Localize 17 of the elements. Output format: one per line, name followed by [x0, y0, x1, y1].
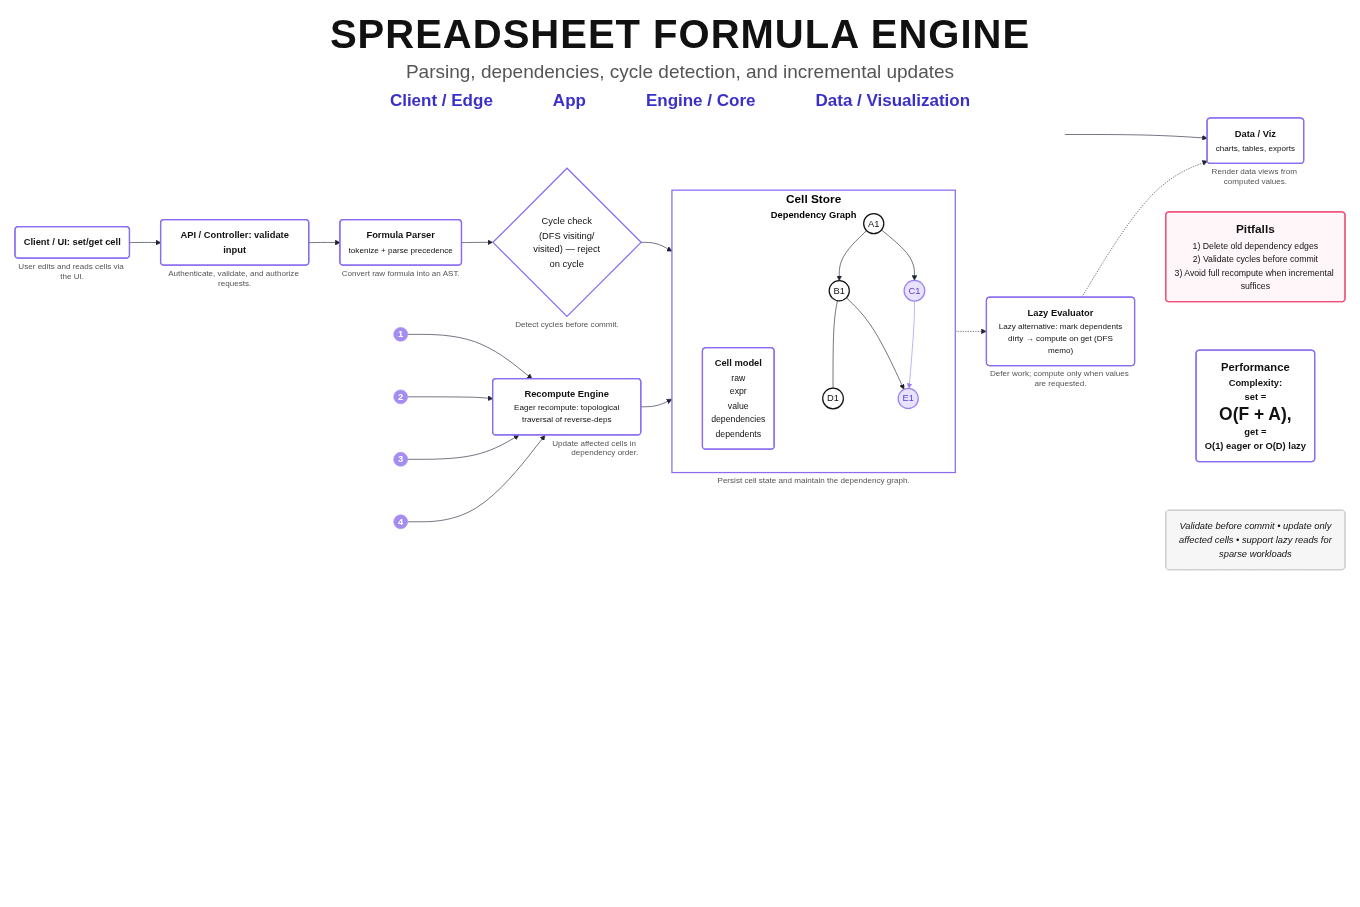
subtitle: Parsing, dependencies, cycle detection, and incremental updates [405, 61, 955, 83]
node-circle: 4 [393, 514, 408, 530]
node-circle: A1 [863, 212, 885, 235]
connector [832, 300, 838, 389]
node-circle: D1 [822, 387, 844, 410]
lane-heading: App [552, 91, 586, 111]
node-circle: 2 [393, 389, 408, 405]
node-circle: E1 [897, 387, 919, 410]
node-circle: C1 [903, 279, 926, 302]
node-circle: B1 [828, 280, 850, 302]
lane-heading: Client / Edge [389, 91, 493, 111]
diagram-title: SPREADSHEET FORMULA ENGINE [329, 12, 1031, 57]
node-diamond: Cycle check (DFS visiting/ visited) — reject on cycle [492, 167, 642, 318]
node-circle: 3 [393, 452, 408, 467]
lane-heading: Data / Visualization [815, 91, 971, 111]
node-circle: 1 [393, 327, 408, 342]
lane-heading: Engine / Core [645, 91, 756, 111]
